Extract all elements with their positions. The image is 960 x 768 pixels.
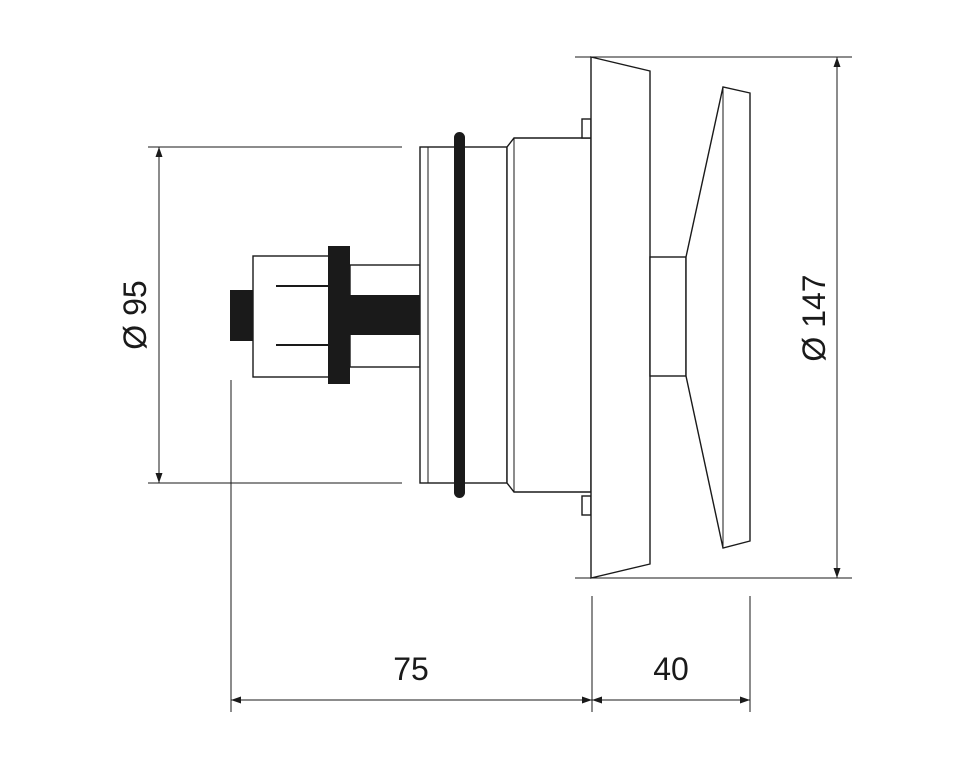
flange-plate	[328, 246, 350, 384]
plug-body	[252, 255, 330, 378]
extension-lines	[148, 56, 852, 712]
cone-disc	[685, 86, 751, 549]
dim-label-147: Ø 147	[796, 274, 832, 361]
housing-body	[506, 137, 592, 493]
dim-label-40: 40	[653, 651, 689, 687]
valve-part	[230, 56, 751, 579]
cap-flange	[590, 56, 651, 579]
stem-core	[350, 295, 420, 335]
dimension-lines	[155, 57, 841, 704]
cap-neck	[649, 256, 687, 377]
tab-bottom	[581, 495, 592, 516]
tab-top	[581, 118, 592, 139]
o-ring-seal	[454, 132, 465, 498]
dim-label-75: 75	[393, 651, 429, 687]
plug-cap	[230, 290, 253, 341]
dim-label-95: Ø 95	[117, 280, 153, 349]
